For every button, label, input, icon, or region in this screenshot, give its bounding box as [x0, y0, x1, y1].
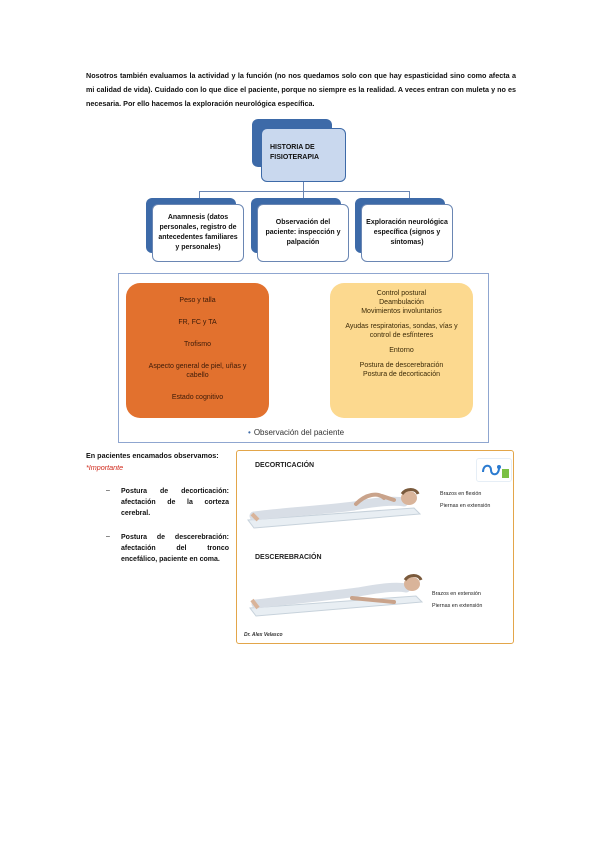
observation-item: Entorno	[389, 347, 414, 354]
observation-item: Postura de decorticación	[362, 371, 441, 378]
connector	[409, 191, 410, 200]
coma-title: En pacientes encamados observamos:	[86, 451, 219, 460]
observation-frame	[118, 273, 489, 443]
connector	[199, 191, 200, 200]
child-node-anamnesis: Anamnesis (datos personales, registro de…	[152, 204, 244, 262]
figure-note: Piernas en extensión	[432, 603, 483, 609]
connector	[303, 191, 304, 200]
decortication-illustration	[247, 488, 422, 529]
observation-item: FR, FC y TA	[178, 319, 217, 326]
connector	[303, 182, 304, 191]
caption-text: Observación del paciente	[253, 428, 345, 437]
figure-note: Brazos en extensión	[432, 591, 481, 597]
observation-right-card: Control postural Deambulación Movimiento…	[330, 283, 473, 418]
observation-caption: •Observación del paciente	[248, 428, 344, 437]
observation-item: Estado cognitivo	[171, 394, 224, 401]
important-note: *Importante	[86, 463, 124, 472]
observation-item: Trofismo	[184, 341, 211, 348]
decorticacion-notes: Brazos en flexión Piernas en extensión	[440, 488, 490, 512]
observation-item: Control postural	[376, 290, 427, 297]
root-node: HISTORIA DE FISIOTERAPIA	[261, 128, 346, 182]
decerebration-illustration	[249, 574, 424, 617]
observation-item: Aspecto general de piel, uñas y cabello	[148, 363, 247, 379]
child-node-observacion: Observación del paciente: inspección y p…	[257, 204, 349, 262]
observation-item: Deambulación	[379, 299, 424, 306]
logo-icon	[476, 458, 512, 482]
dash-icon: –	[106, 487, 110, 494]
intro-paragraph: Nosotros también evaluamos la actividad …	[86, 71, 516, 108]
dash-icon: –	[106, 533, 110, 540]
bullet-text: Postura de decorticación: afectación de …	[121, 488, 229, 517]
descerebracion-label: DESCEREBRACIÓN	[255, 554, 322, 561]
observation-item: Peso y talla	[179, 297, 216, 304]
observation-left-card: Peso y talla FR, FC y TA Trofismo Aspect…	[126, 283, 269, 418]
bullet-text: Postura de descerebración: afectación de…	[121, 534, 229, 563]
decorticacion-label: DECORTICACIÓN	[255, 462, 315, 469]
observation-item: Movimientos involuntarios	[361, 308, 442, 315]
connector	[199, 191, 409, 192]
figure-note: Piernas en extensión	[440, 503, 491, 509]
descerebracion-notes: Brazos en extensión Piernas en extensión	[432, 588, 482, 612]
figure-credit: Dr. Alex Velasco	[244, 632, 283, 638]
child-node-exploracion: Exploración neurológica específica (sign…	[361, 204, 453, 262]
observation-item: Ayudas respiratorias, sondas, vías y con…	[345, 323, 458, 339]
observation-item: Postura de descerebración	[359, 362, 444, 369]
bullet-dot-icon: •	[248, 428, 251, 437]
figure-note: Brazos en flexión	[440, 491, 482, 497]
